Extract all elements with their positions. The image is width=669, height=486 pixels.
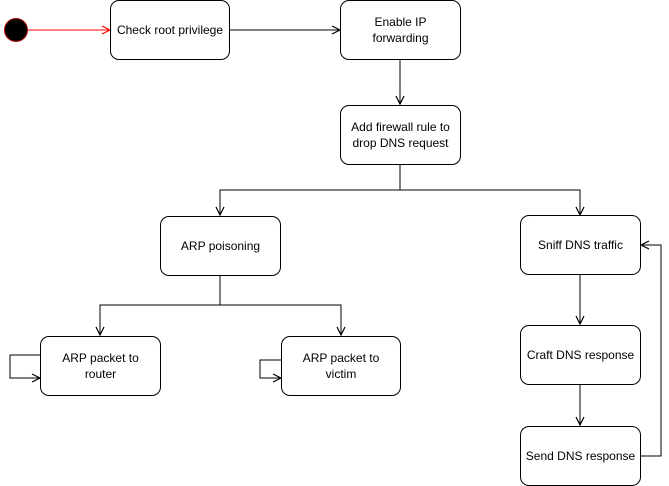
node-label: Craft DNS response <box>526 348 635 362</box>
node-label: Add firewall rule to drop DNS request <box>351 120 450 150</box>
node-label: ARP poisoning <box>180 239 261 253</box>
edge-arp-victim-self-loop <box>259 359 281 378</box>
node-arp-poisoning[interactable]: ARP poisoning <box>160 216 281 276</box>
node-sniff-dns-traffic[interactable]: Sniff DNS traffic <box>520 215 641 275</box>
node-enable-ip-forwarding[interactable]: Enable IP forwarding <box>340 0 461 60</box>
edge-arp-poisoning-to-arp-victim <box>220 304 341 335</box>
edge-arp-poisoning-to-arp-router <box>100 276 221 335</box>
node-check-root-privilege[interactable]: Check root privilege <box>110 0 230 60</box>
node-arp-packet-to-victim[interactable]: ARP packet to victim <box>281 336 401 396</box>
node-label: Enable IP forwarding <box>372 15 429 45</box>
node-craft-dns-response[interactable]: Craft DNS response <box>520 325 641 385</box>
edge-firewall-to-sniff-dns <box>400 189 580 215</box>
edge-send-to-sniff <box>640 245 662 457</box>
node-label: Sniff DNS traffic <box>538 238 623 252</box>
node-label: Send DNS response <box>525 449 636 463</box>
node-label: ARP packet to router <box>62 351 139 381</box>
edge-arp-router-self-loop <box>9 354 40 378</box>
edge-firewall-to-arp-poisoning <box>220 165 401 215</box>
node-add-firewall-rule[interactable]: Add firewall rule to drop DNS request <box>340 105 461 165</box>
node-label: Check root privilege <box>116 23 224 37</box>
start-node <box>4 18 28 42</box>
node-send-dns-response[interactable]: Send DNS response <box>520 426 641 486</box>
node-label: ARP packet to victim <box>302 351 380 381</box>
node-arp-packet-to-router[interactable]: ARP packet to router <box>40 336 161 396</box>
